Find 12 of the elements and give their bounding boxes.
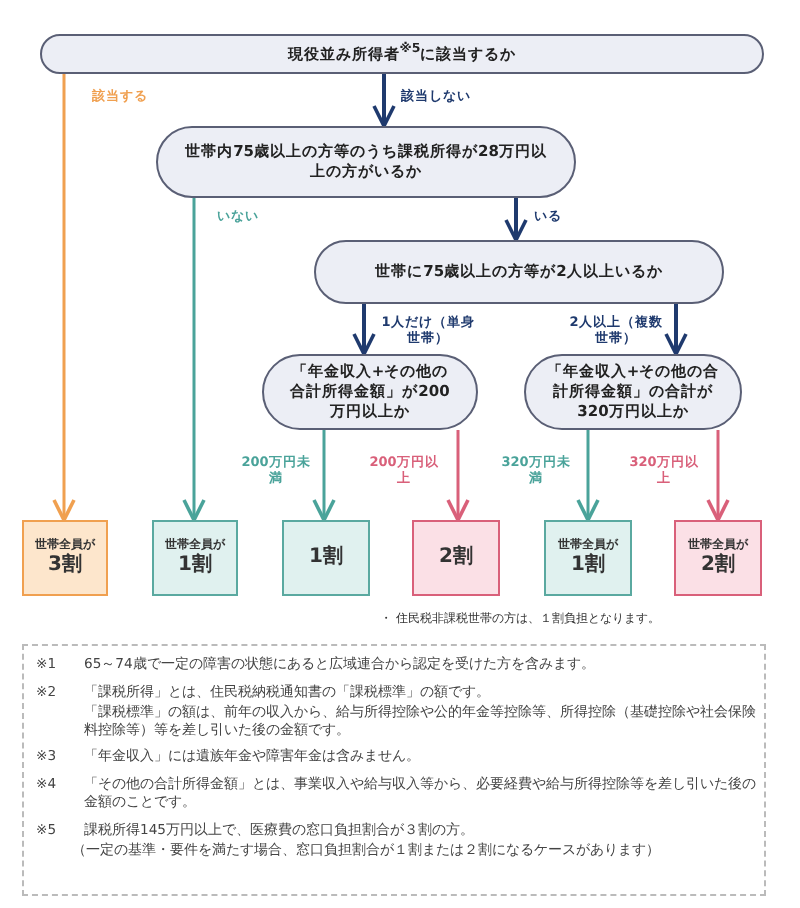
arrow bbox=[706, 430, 730, 522]
arrow bbox=[372, 74, 396, 128]
arrow bbox=[576, 430, 600, 522]
arrow bbox=[446, 430, 470, 522]
arrow bbox=[312, 430, 336, 522]
arrow bbox=[352, 304, 376, 356]
arrow bbox=[182, 198, 206, 522]
result-box: 1割 bbox=[282, 520, 370, 596]
result-box: 2割 bbox=[412, 520, 500, 596]
arrow bbox=[664, 304, 688, 356]
arrow bbox=[52, 74, 76, 522]
arrow bbox=[504, 198, 528, 242]
